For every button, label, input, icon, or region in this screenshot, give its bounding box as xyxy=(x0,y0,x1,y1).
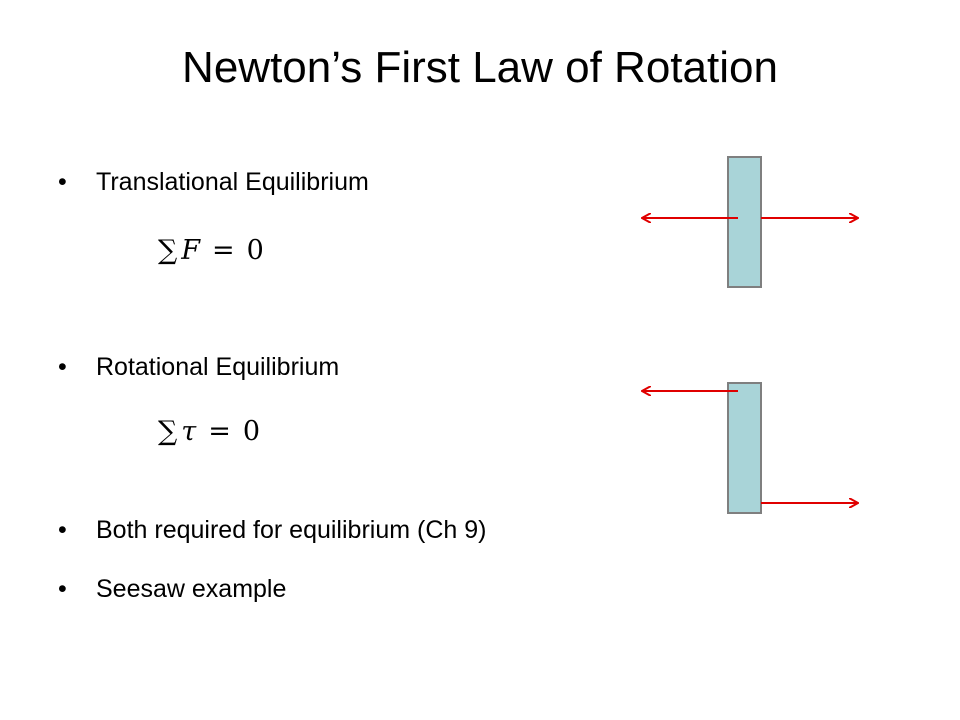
bullet-dot: • xyxy=(58,168,67,196)
bullet-text: Both required for equilibrium (Ch 9) xyxy=(96,516,487,544)
bullet-seesaw: • Seesaw example xyxy=(58,574,286,604)
bullet-rotational: • Rotational Equilibrium xyxy=(58,352,339,382)
equation-torque-sum: ∑τ = 0 xyxy=(158,415,260,449)
equals-sign: = xyxy=(208,416,231,447)
equation-variable: F xyxy=(181,235,201,266)
bullet-text: Rotational Equilibrium xyxy=(96,353,340,381)
bar-rotational xyxy=(727,382,762,514)
equation-variable: τ xyxy=(181,416,197,447)
bullet-text: Seesaw example xyxy=(96,575,287,603)
bullet-text: Translational Equilibrium xyxy=(96,168,369,196)
bullet-dot: • xyxy=(58,575,67,603)
equation-value: 0 xyxy=(242,416,261,447)
equals-sign: = xyxy=(212,235,235,266)
bullet-translational: • Translational Equilibrium xyxy=(58,167,369,197)
equation-force-sum: ∑F = 0 xyxy=(158,234,264,268)
sum-symbol: ∑ xyxy=(158,416,178,447)
slide-title: Newton’s First Law of Rotation xyxy=(182,43,778,92)
translational-diagram xyxy=(643,156,857,288)
rotational-diagram xyxy=(643,382,857,514)
bullet-dot: • xyxy=(58,516,67,544)
sum-symbol: ∑ xyxy=(158,235,178,266)
bullet-both-required: • Both required for equilibrium (Ch 9) xyxy=(58,515,486,545)
bullet-dot: • xyxy=(58,353,67,381)
equation-value: 0 xyxy=(246,235,264,266)
bar-translational xyxy=(727,156,762,288)
